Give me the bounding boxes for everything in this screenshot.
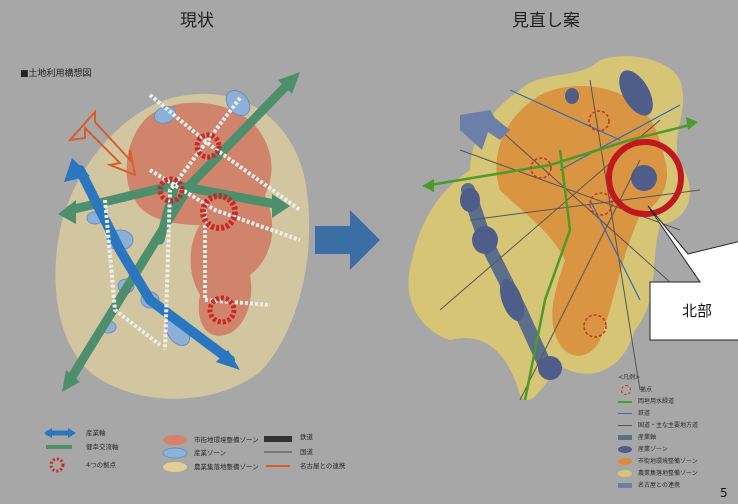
legend-item-industrial-zone: 産業ゾーン — [618, 445, 668, 455]
title-proposal: 見直し案 — [512, 11, 580, 31]
legend-item-hubs: 4つの拠点 — [86, 461, 117, 469]
hub — [588, 110, 610, 132]
legend-item-urban-zone: 市街地環境整備ゾーン — [194, 436, 259, 444]
transition-arrow — [315, 210, 380, 270]
urban-zone-left — [126, 102, 273, 336]
industrial-axis-right — [461, 183, 552, 372]
title-current: 現状 — [180, 11, 214, 31]
industrial-zones-right — [460, 70, 657, 380]
hub — [194, 132, 222, 160]
legend-item-railway: 鉄道 — [300, 433, 313, 441]
legend-item-road: 国道・主な主要地方道 — [618, 421, 698, 431]
legend-item-label: 名古屋との連携 — [638, 482, 680, 489]
legend-item-label: 拠点 — [640, 386, 653, 394]
green-arrowhead — [422, 179, 434, 192]
legend-item-nagoya: 名古屋との連携 — [300, 462, 346, 470]
legend-sym — [618, 400, 632, 403]
legend-item-label: 産業軸 — [638, 434, 657, 441]
urban-zone-right — [496, 85, 668, 356]
land-use-heading: ■土地利用構想図 — [20, 69, 92, 79]
hub — [200, 193, 238, 231]
nagoya-link-right — [460, 110, 510, 150]
legend-item-label: 産業ゾーン — [638, 446, 668, 453]
legend-left-symbols — [44, 428, 292, 473]
legend-sym-railway — [264, 436, 292, 442]
legend-item-label: 市街地環境整備ゾーン — [638, 458, 698, 465]
railways-right — [509, 89, 681, 301]
legend-sym — [618, 470, 632, 477]
hub — [157, 176, 185, 204]
legend-sym — [618, 483, 632, 488]
green-trail-right — [429, 123, 691, 401]
hub — [530, 157, 552, 179]
legend-item-urban-zone: 市街地環境整備ゾーン — [618, 457, 698, 467]
industrial-zone — [538, 356, 562, 380]
hub — [583, 314, 607, 338]
legend-item-label: 岡垣用水緑道 — [638, 398, 675, 405]
legend-item-health-axis: 健幸交流軸 — [86, 443, 119, 451]
legend-sym-urban — [163, 435, 187, 445]
hub — [589, 192, 613, 216]
legend-sym — [618, 458, 632, 465]
legend-item-agri-zone: 農業集落地整備ゾーン — [618, 469, 698, 479]
current-land-use-map — [55, 72, 310, 399]
industrial-zone — [460, 188, 480, 212]
legend-item-label: 鉄道 — [638, 410, 651, 417]
legend-sym — [621, 385, 631, 395]
legend-item-industrial-axis: 産業軸 — [86, 429, 106, 437]
highlight-circle — [606, 139, 684, 217]
legend-sym — [618, 425, 632, 426]
legend-sym-industrial — [162, 447, 188, 459]
nagoya-link-arrow — [67, 109, 137, 177]
legend-item-label: 農業集落地整備ゾーン — [638, 470, 698, 477]
industrial-axis-head-top — [64, 158, 90, 182]
legend-item-road: 国道 — [300, 448, 313, 456]
industrial-axis — [75, 165, 235, 365]
industrial-zone — [472, 226, 498, 254]
legend-item-industrial-zone: 産業ゾーン — [194, 449, 227, 457]
hub — [207, 295, 237, 325]
industrial-zone — [499, 279, 525, 321]
legend-sym — [618, 446, 632, 453]
legend-item-nagoya: 名古屋との連携 — [618, 481, 680, 491]
railways-left — [103, 93, 302, 351]
callout-bubble — [647, 205, 738, 341]
legend-arrowhead — [68, 428, 76, 438]
legend-right: <凡例> 拠点 岡垣用水緑道 鉄道 国道・主な主要地方道 産業軸 産業ゾーン 市… — [618, 373, 728, 499]
legend-item-trail: 岡垣用水緑道 — [618, 397, 674, 407]
legend-item-agri-zone: 農業集落地整備ゾーン — [194, 463, 259, 471]
four-hubs — [157, 132, 238, 325]
green-arrowheads — [58, 72, 300, 392]
legend-sym — [618, 413, 632, 414]
industrial-zone — [631, 165, 657, 191]
legend-header: <凡例> — [618, 374, 641, 381]
legend-sym-hubs — [49, 457, 65, 473]
industrial-zone — [565, 88, 579, 104]
legend-arrowhead — [44, 428, 52, 438]
legend-item-hub: 拠点 — [618, 385, 652, 395]
legend-item-label: 国道・主な主要地方道 — [638, 422, 699, 429]
page-number: 5 — [720, 486, 728, 500]
legend-item-industrial-axis: 産業軸 — [618, 433, 656, 443]
proposal-map — [408, 56, 738, 401]
legend-left: 産業軸 健幸交流軸 4つの拠点 市街地環境整備ゾーン 産業ゾーン 農業集落地整備… — [44, 429, 384, 479]
industrial-axis-head-bottom — [216, 350, 240, 370]
legend-item-railway: 鉄道 — [618, 409, 650, 419]
green-arrowhead — [686, 117, 698, 130]
callout-text: 北部 — [682, 302, 713, 320]
legend-sym-agri — [163, 462, 187, 472]
industrial-zone — [619, 70, 653, 116]
hubs-right — [530, 110, 613, 338]
legend-sym — [618, 435, 632, 440]
